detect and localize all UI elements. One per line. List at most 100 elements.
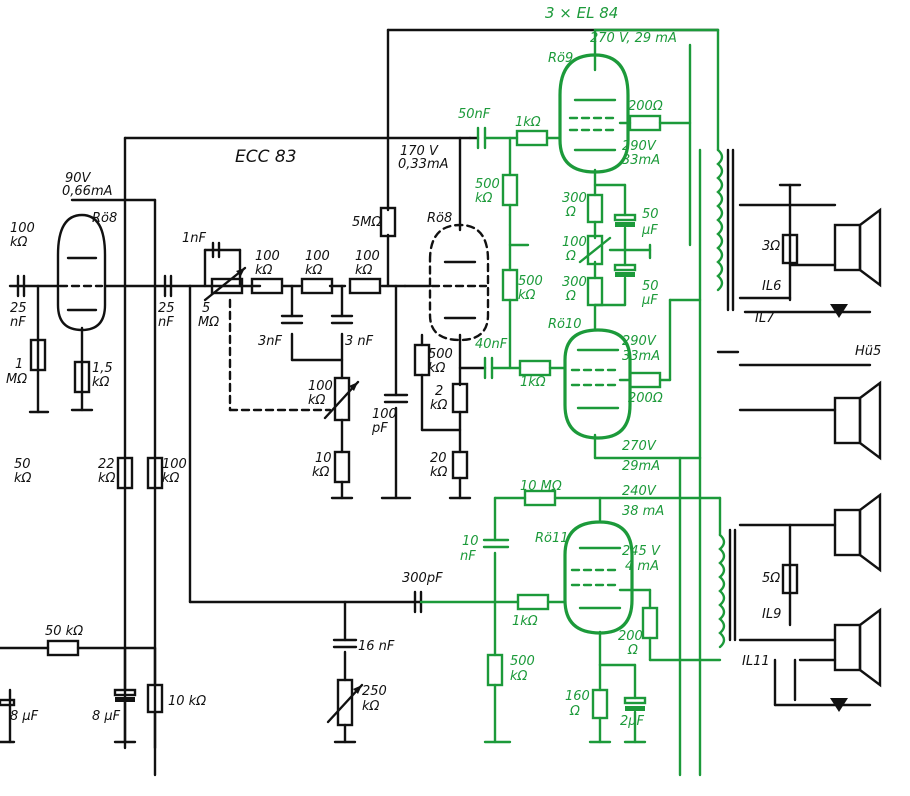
label-c3n-b: 3 nF bbox=[345, 334, 374, 349]
label-r20k: 20 bbox=[430, 451, 447, 466]
current-ro11: 4 mA bbox=[625, 559, 659, 574]
label-r50k-bottom: 50 kΩ bbox=[45, 624, 83, 639]
resistor-10k-bottom bbox=[146, 683, 164, 714]
label-ro8a: Rö8 bbox=[92, 211, 117, 226]
label-r50k-left-unit: kΩ bbox=[14, 471, 32, 486]
pot-250k bbox=[336, 678, 354, 727]
current-ro9: 33mA bbox=[622, 153, 660, 168]
label-r22k-unit: kΩ bbox=[98, 471, 116, 486]
resistor-500k-a bbox=[501, 173, 519, 207]
resistor-5ohm bbox=[781, 563, 799, 595]
label-c50u-a: 50 bbox=[642, 207, 659, 222]
label-pot250: 250 bbox=[362, 684, 387, 699]
resistor-2k bbox=[451, 382, 469, 414]
green-capacitors bbox=[613, 213, 647, 711]
resistor-20k bbox=[451, 450, 469, 480]
resistor-200-mid bbox=[628, 371, 662, 389]
label-c16n: 16 nF bbox=[358, 639, 395, 654]
label-c50u-a-unit: μF bbox=[641, 223, 658, 238]
label-c40n: 40nF bbox=[475, 337, 508, 352]
speaker-3 bbox=[833, 492, 882, 573]
tube-ro8b bbox=[428, 223, 490, 342]
label-r200-mid: 200Ω bbox=[628, 391, 663, 406]
resistor-200-top bbox=[628, 114, 662, 132]
label-r100k-vertical: 100 bbox=[162, 457, 187, 472]
current-033: 0,33mA bbox=[398, 157, 449, 172]
label-c8u-a: 8 μF bbox=[10, 709, 39, 724]
tube-ro9 bbox=[558, 53, 630, 174]
label-r500k-a-unit: kΩ bbox=[475, 191, 493, 206]
label-r5ohm: 5Ω bbox=[762, 571, 780, 586]
label-pot5m: 5 bbox=[202, 301, 210, 316]
label-r1-5k: 1,5 bbox=[92, 361, 113, 376]
resistor-500k-ro8 bbox=[413, 343, 431, 377]
label-r500-ro8: 500 bbox=[428, 347, 453, 362]
resistor-22k bbox=[116, 456, 134, 490]
label-r500k-b-unit: kΩ bbox=[518, 288, 536, 303]
tube-ro8a bbox=[56, 213, 107, 332]
label-r1-5k-unit: kΩ bbox=[92, 375, 110, 390]
label-c300p: 300pF bbox=[402, 571, 443, 586]
pot-5m bbox=[210, 277, 244, 295]
voltage-ro11-top: 240V bbox=[622, 484, 657, 499]
black-wiring bbox=[0, 28, 720, 777]
resistor-100k-a bbox=[250, 277, 284, 295]
label-c25-2-unit: nF bbox=[158, 315, 174, 330]
resistor-1m bbox=[29, 338, 47, 372]
label-r10k-mid-unit: kΩ bbox=[312, 465, 330, 480]
label-r300-a-unit: Ω bbox=[565, 205, 576, 220]
pot-100k bbox=[333, 376, 351, 422]
label-ro9: Rö9 bbox=[548, 51, 573, 66]
resistor-10k-mid bbox=[333, 450, 351, 484]
resistor-500k-low bbox=[486, 653, 504, 687]
title-ecc83: ECC 83 bbox=[235, 147, 297, 167]
label-r1k-low: 1kΩ bbox=[512, 614, 538, 629]
resistor-5m bbox=[379, 206, 397, 238]
label-r1k-top: 1kΩ bbox=[515, 115, 541, 130]
resistor-100k-c bbox=[348, 277, 382, 295]
resistor-50k-bottom bbox=[46, 639, 80, 657]
label-c1n: 1nF bbox=[182, 231, 207, 246]
resistor-160 bbox=[591, 688, 609, 720]
label-pot5m-unit: MΩ bbox=[198, 315, 219, 330]
current-ro10: 33mA bbox=[622, 349, 660, 364]
label-r100a: 100 bbox=[255, 249, 280, 264]
label-r10k-bottom: 10 kΩ bbox=[168, 694, 206, 709]
label-c8u-b: 8 μF bbox=[92, 709, 121, 724]
black-resistors bbox=[29, 206, 469, 714]
resistor-1-5k bbox=[73, 360, 91, 394]
label-c100p: 100 bbox=[372, 407, 397, 422]
label-r500k-a: 500 bbox=[475, 177, 500, 192]
resistor-1k-low bbox=[516, 593, 550, 611]
label-r1m: 1 bbox=[15, 357, 23, 372]
label-c50u-b-unit: μF bbox=[641, 293, 658, 308]
label-r500-ro8-unit: kΩ bbox=[428, 361, 446, 376]
label-c10n-unit: nF bbox=[460, 549, 476, 564]
resistor-1k-top bbox=[515, 129, 549, 147]
resistor-300-b bbox=[586, 276, 604, 307]
resistor-500k-b bbox=[501, 268, 519, 302]
label-r300-b-unit: Ω bbox=[565, 289, 576, 304]
label-r200-top: 200Ω bbox=[628, 99, 663, 114]
label-r500k-low-unit: kΩ bbox=[510, 669, 528, 684]
label-r2k: 2 bbox=[435, 384, 443, 399]
resistor-100k-vertical bbox=[146, 456, 164, 490]
label-r22k: 22 bbox=[98, 457, 115, 472]
voltage-90v: 90V bbox=[65, 171, 92, 186]
label-il6: IL6 bbox=[762, 279, 781, 294]
voltage-ro9: 290V bbox=[622, 139, 657, 154]
label-r3ohm: 3Ω bbox=[762, 239, 780, 254]
voltage-top-el84: 270 V, 29 mA bbox=[590, 31, 677, 46]
speaker-1 bbox=[833, 207, 882, 288]
label-r100c-unit: kΩ bbox=[355, 263, 373, 278]
label-pot100k: 100 bbox=[308, 379, 333, 394]
label-r100b-unit: kΩ bbox=[305, 263, 323, 278]
label-r5m: 5MΩ bbox=[352, 215, 381, 230]
voltage-ro10: 290V bbox=[622, 334, 657, 349]
label-pot250-unit: kΩ bbox=[362, 699, 380, 714]
label-r300-a: 300 bbox=[562, 191, 587, 206]
output-transformer-upper bbox=[716, 148, 740, 354]
label-c50n: 50nF bbox=[458, 107, 491, 122]
label-r100b: 100 bbox=[305, 249, 330, 264]
